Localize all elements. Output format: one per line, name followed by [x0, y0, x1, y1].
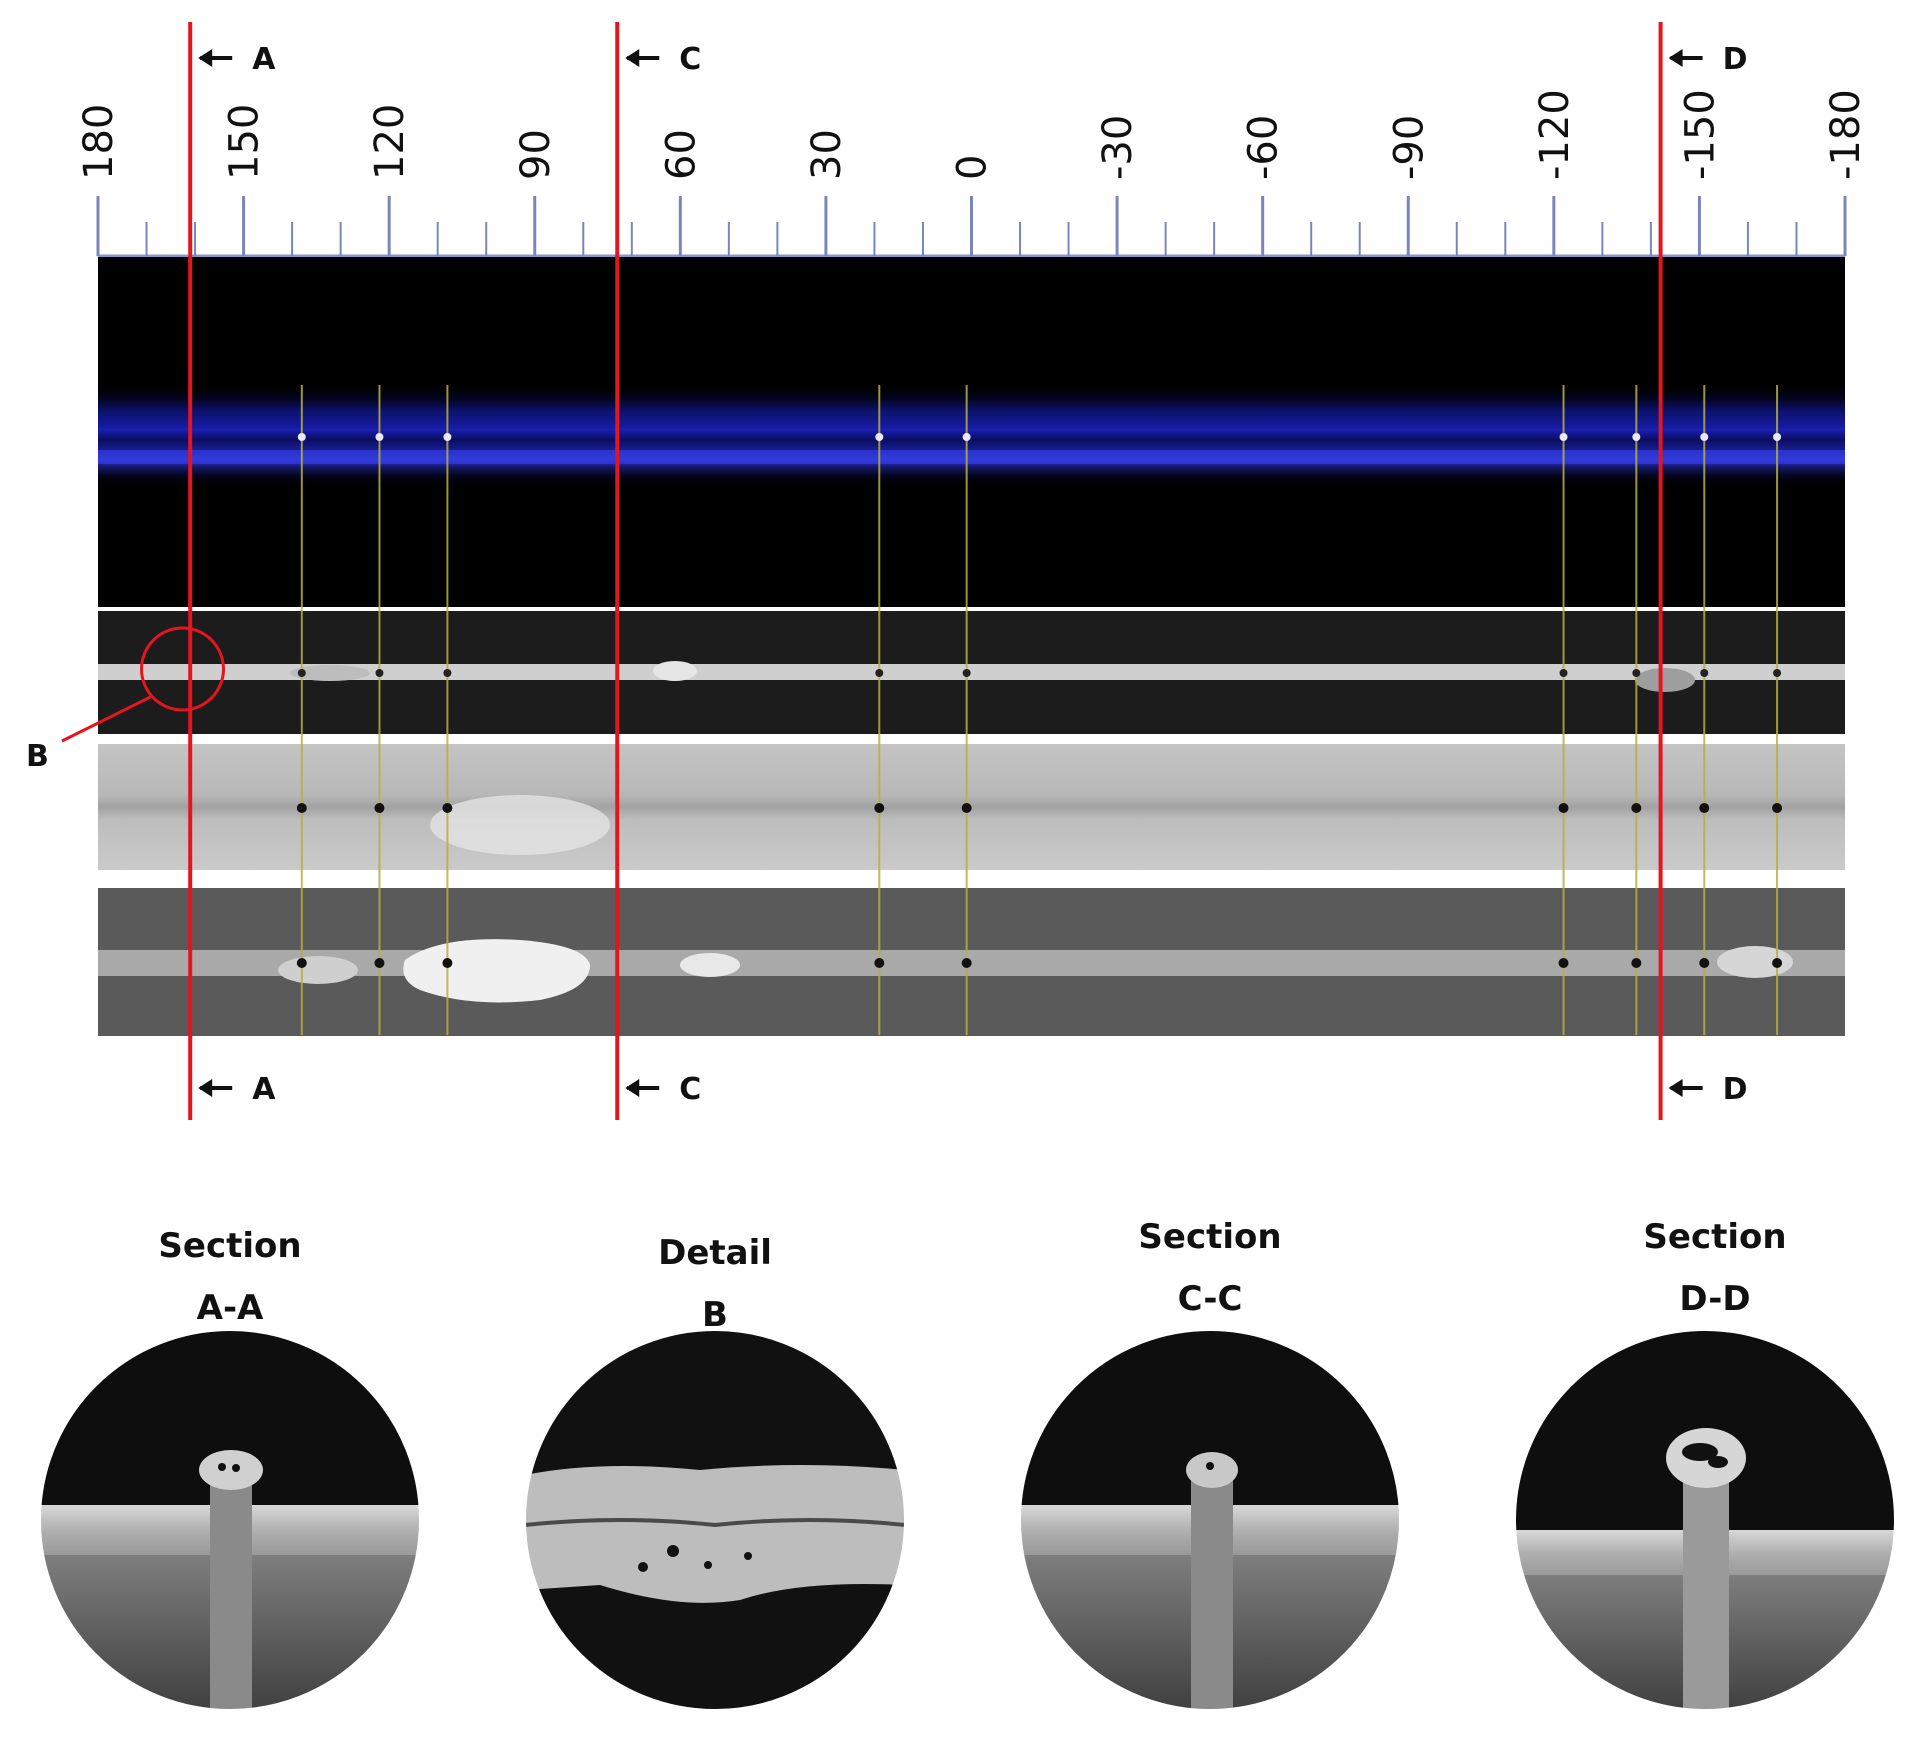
arrow-head-icon	[1668, 49, 1683, 67]
defect-dot	[961, 803, 972, 813]
section-label-bottom: A	[252, 1072, 276, 1107]
tick-label: 180	[76, 104, 122, 180]
arrow-head-icon	[198, 49, 213, 67]
detail-circle	[139, 626, 225, 712]
section-d-frame	[1514, 1329, 1896, 1711]
defect-dot	[443, 433, 452, 441]
defect-dot	[1559, 669, 1568, 677]
defect-dot	[962, 433, 971, 441]
arrow-head-icon	[625, 49, 640, 67]
detail-leader	[61, 695, 152, 743]
detail-b-frame	[524, 1329, 906, 1711]
detail-label: B	[26, 739, 49, 774]
defect-dot	[375, 433, 384, 441]
defect-dot	[1772, 803, 1783, 813]
defect-dot	[442, 803, 453, 813]
defect-dot	[875, 433, 884, 441]
detail-b-image	[525, 1330, 905, 1710]
seam-strip-dark	[98, 611, 1845, 734]
arrow-head-icon	[1668, 1079, 1683, 1097]
tick-label: 90	[513, 129, 559, 180]
defect-dot	[1559, 433, 1568, 441]
tick-label: -60	[1241, 115, 1287, 180]
defect-dot	[874, 958, 885, 968]
tick-label: 60	[658, 129, 704, 180]
defect-dot	[374, 803, 385, 813]
tick-label: -180	[1823, 89, 1869, 180]
tick-label: 120	[367, 104, 413, 180]
arrow-head-icon	[625, 1079, 640, 1097]
section-label-bottom: D	[1723, 1072, 1748, 1107]
section-label-top: C	[679, 42, 701, 77]
defect-dot	[1700, 669, 1709, 677]
defect-dot	[1773, 433, 1782, 441]
arrow-head-icon	[198, 1079, 213, 1097]
tick-label: -90	[1386, 115, 1432, 180]
defect-dot	[961, 958, 972, 968]
defect-dot	[297, 433, 306, 441]
defect-dot	[875, 669, 884, 677]
defect-dot	[1558, 803, 1569, 813]
seam-strip-light	[98, 744, 1845, 870]
defect-dot	[297, 669, 306, 677]
defect-dot	[1700, 433, 1709, 441]
defect-dot	[1699, 958, 1710, 968]
ultrasonic-strip	[98, 257, 1845, 607]
tick-label: 150	[222, 104, 268, 180]
defect-dot	[1632, 433, 1641, 441]
defect-dot	[1773, 669, 1782, 677]
section-label-top: D	[1723, 42, 1748, 77]
defect-dot	[1558, 958, 1569, 968]
defect-dot	[962, 669, 971, 677]
defect-dot	[1631, 958, 1642, 968]
section-a-image	[40, 1330, 420, 1710]
strip-separator	[98, 607, 1845, 611]
defect-dot	[375, 669, 384, 677]
defect-dot	[1772, 958, 1783, 968]
tick-label: 30	[804, 129, 850, 180]
defect-dot	[374, 958, 385, 968]
section-a-frame	[39, 1329, 421, 1711]
defect-dot	[874, 803, 885, 813]
tick-label: -30	[1095, 115, 1141, 180]
detail-b-marker: B	[26, 626, 225, 774]
section-label-top: A	[252, 42, 276, 77]
tick-label: -150	[1677, 89, 1723, 180]
defect-dot	[442, 958, 453, 968]
defect-dot	[1632, 669, 1641, 677]
section-label-bottom: C	[679, 1072, 701, 1107]
section-c-image	[1020, 1330, 1400, 1710]
strip-separator	[98, 734, 1845, 744]
tick-label: -120	[1532, 89, 1578, 180]
defect-dot	[1699, 803, 1710, 813]
tick-label: 0	[950, 155, 996, 180]
strip-separator	[98, 870, 1845, 888]
defect-dot	[1631, 803, 1642, 813]
section-lines: A A C C D D	[188, 22, 1748, 1120]
defect-dot	[443, 669, 452, 677]
section-d-image	[1515, 1330, 1895, 1710]
angle-axis: 180 150 120 90 60 30 0 -30 -60 -90 -120 -150 -180	[76, 89, 1869, 258]
defect-dot	[296, 803, 307, 813]
defect-dot	[296, 958, 307, 968]
defect-markers	[296, 385, 1783, 1035]
section-c-frame	[1019, 1329, 1401, 1711]
